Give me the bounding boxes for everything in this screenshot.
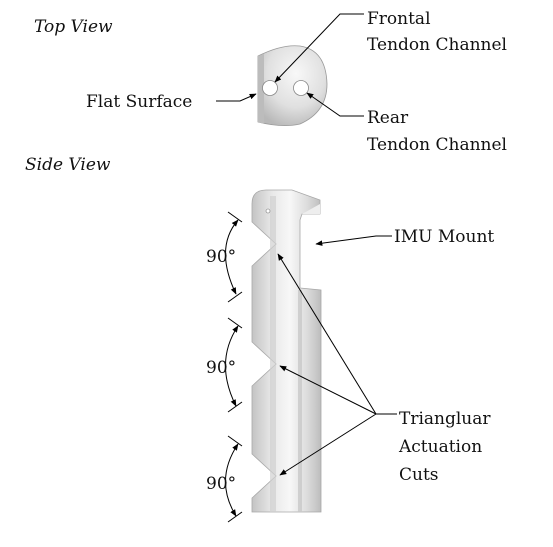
frontal-leader-line [274,13,364,83]
rear-leader-line [306,92,364,117]
frontal-label-line2: Tendon Channel [367,35,507,55]
imu-mount-hole [265,208,271,214]
imu-mount-leader-line [315,235,392,246]
angle-marker-2 [225,317,243,413]
flat-surface-label: Flat Surface [86,92,192,112]
imu-mount-label: IMU Mount [394,227,494,247]
frontal-label-line1: Frontal [367,9,431,29]
frontal-tendon-channel-hole [262,80,278,96]
rear-label-line2: Tendon Channel [367,135,507,155]
cuts-label-line2: Actuation [398,437,482,457]
side-view-title: Side View [25,155,111,175]
angle-label-1: 90° [206,247,236,267]
cuts-label-line1: Triangluar [399,409,491,429]
top-view-disc [257,45,328,126]
cuts-leader-lines [277,253,397,476]
angle-marker-1 [225,211,243,303]
angle-marker-3 [225,435,243,523]
top-view-title: Top View [34,17,113,37]
angle-label-2: 90° [206,358,236,378]
rear-tendon-channel-hole [293,80,309,96]
side-view-finger [251,189,322,513]
flat-surface-leader-line [216,93,257,102]
cuts-label-line3: Cuts [399,465,439,485]
rear-label-line1: Rear [367,108,409,128]
angle-label-3: 90° [206,474,236,494]
